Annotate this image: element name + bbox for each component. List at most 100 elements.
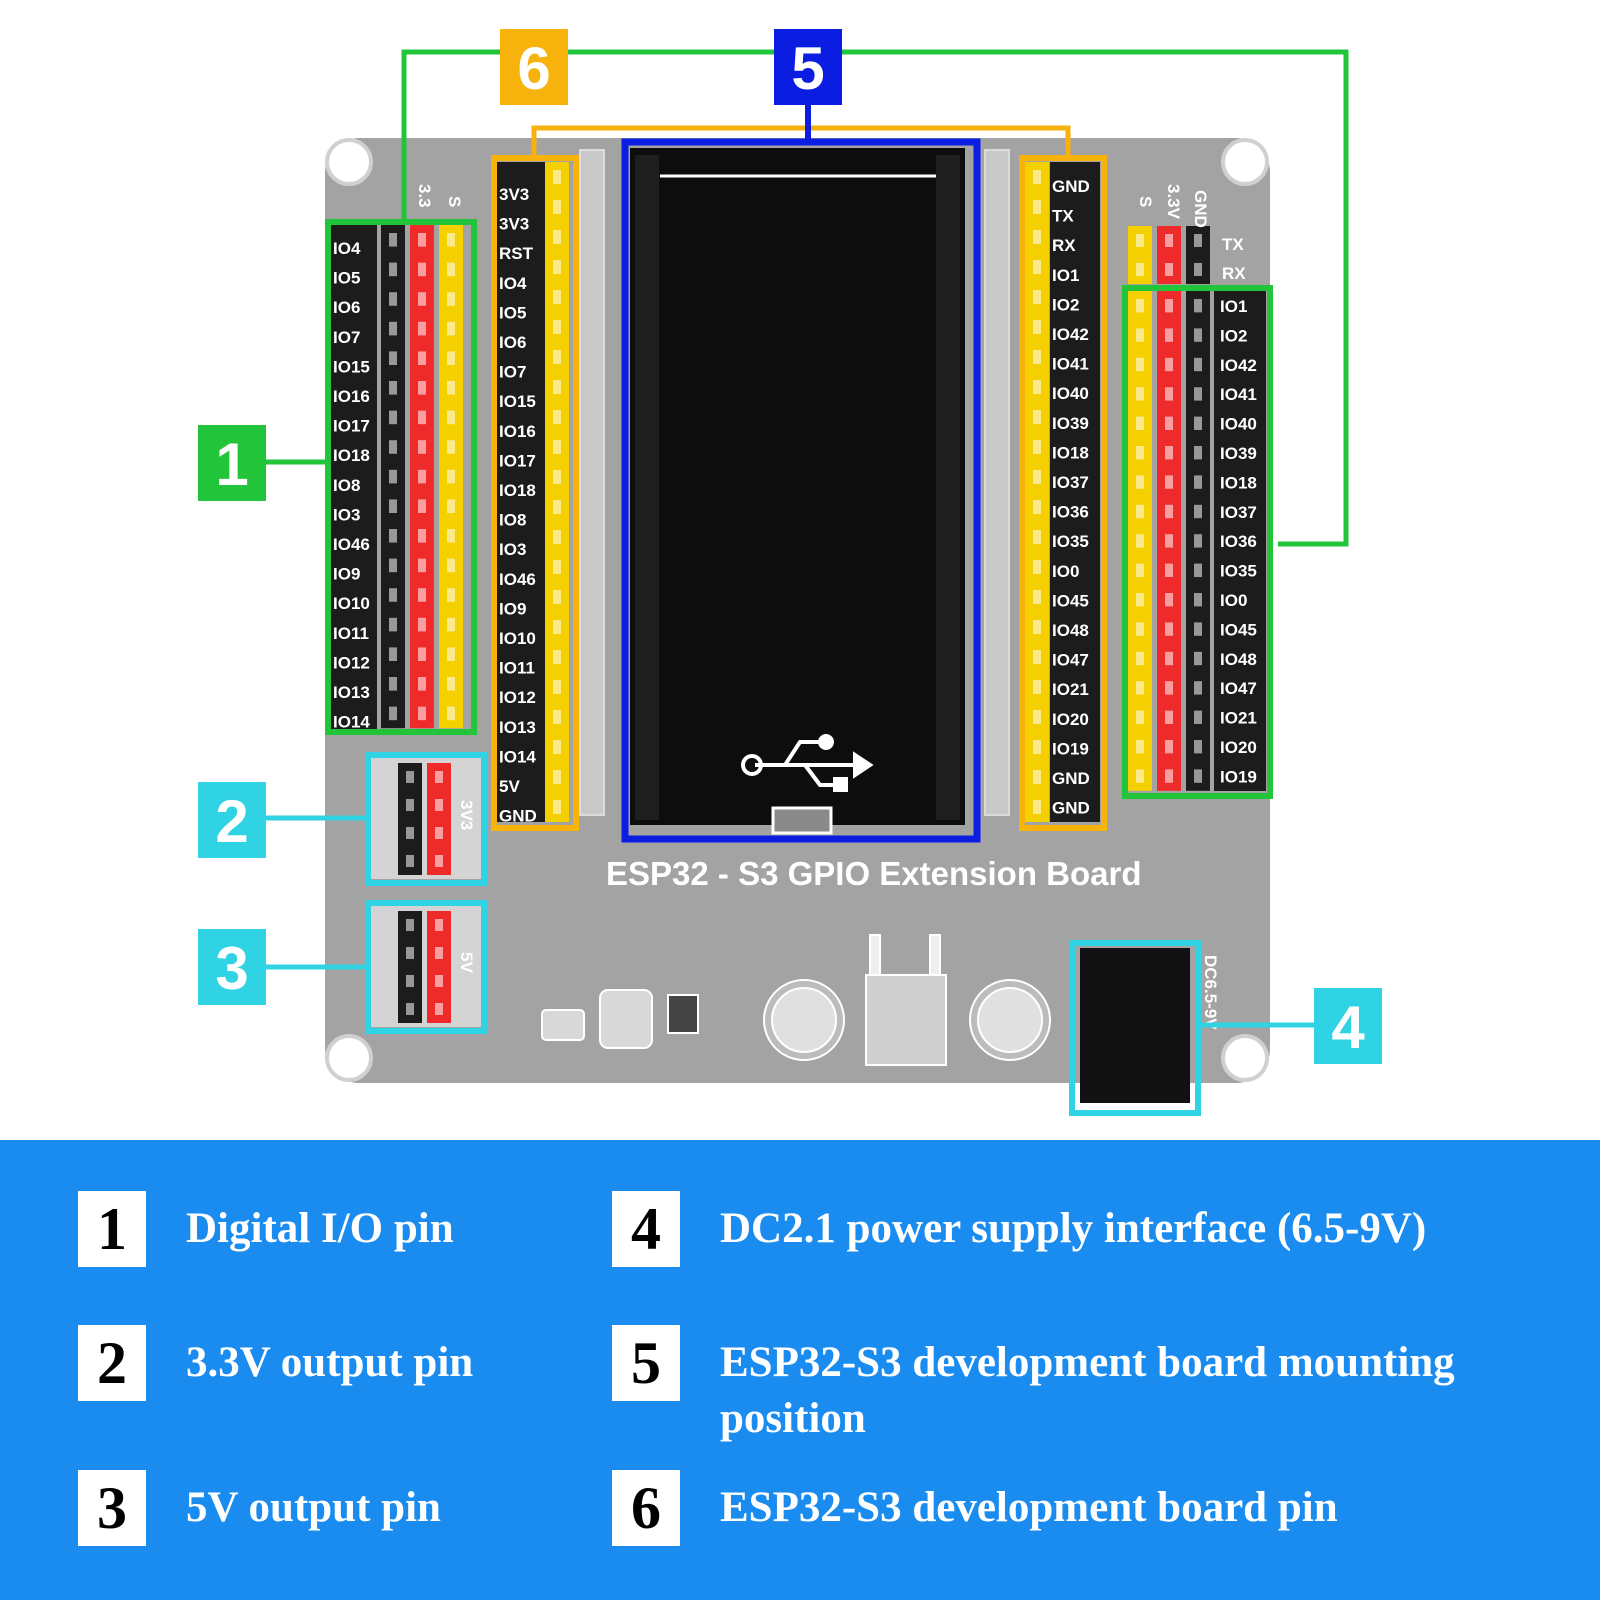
pin-label: IO8 (333, 476, 360, 495)
pin (435, 947, 443, 959)
pin (406, 827, 414, 839)
pin (1165, 534, 1173, 548)
pin (1165, 504, 1173, 519)
power-5v-block: 5V (370, 905, 482, 1027)
pin (553, 320, 561, 334)
legend-text-4: DC2.1 power supply interface (6.5-9V) (720, 1205, 1427, 1252)
pin (389, 588, 397, 602)
legend-item-6: 6 ESP32-S3 development board pin (612, 1470, 1590, 1546)
legend-num-1: 1 (78, 1191, 146, 1267)
pin (389, 529, 397, 543)
callout-4-frame (1069, 940, 1201, 1116)
col-label-s: S (1136, 196, 1155, 207)
board-title: ESP32 - S3 GPIO Extension Board (606, 855, 1142, 892)
pin (389, 499, 397, 513)
callout-1-frame-right (1122, 285, 1273, 799)
pin-label: IO0 (1052, 562, 1079, 581)
pin-label: IO16 (333, 387, 370, 406)
gpio-right: TXRXIO1IO2IO42IO41IO40IO39IO18IO37IO36IO… (1128, 226, 1266, 791)
pin (389, 617, 397, 632)
pin-label: GND (499, 807, 537, 826)
pin-label: IO5 (333, 269, 360, 288)
pin (1194, 446, 1202, 460)
pin (1136, 357, 1144, 372)
pin-label: IO45 (1220, 620, 1257, 639)
callout-badge-6: 6 (500, 29, 568, 105)
pin-label: IO3 (333, 505, 360, 524)
pin-label: TX (1222, 235, 1244, 254)
pin (406, 799, 414, 811)
pin (418, 677, 426, 691)
pin-label: IO36 (1052, 503, 1089, 522)
pin-label: IO36 (1220, 532, 1257, 551)
pin-label: IO18 (1052, 443, 1089, 462)
pin (1194, 534, 1202, 548)
bottom-components (541, 934, 1051, 1066)
pin (1136, 740, 1144, 754)
pin (435, 919, 443, 931)
pin (1033, 590, 1041, 604)
pin (1165, 387, 1173, 401)
pin (1194, 681, 1202, 695)
pin (406, 947, 414, 959)
pin (1033, 440, 1041, 454)
pin (1165, 357, 1173, 372)
legend-text-1: Digital I/O pin (186, 1205, 454, 1252)
pin (447, 677, 455, 691)
pin (418, 233, 426, 247)
pin (1136, 681, 1144, 695)
pin (1033, 620, 1041, 634)
pin-label: GND (1052, 769, 1090, 788)
pin (389, 558, 397, 573)
pin-label: IO15 (333, 357, 370, 376)
callout-badge-3: 3 (198, 929, 266, 1005)
devboard-usb-port (771, 806, 833, 835)
pin (1136, 416, 1144, 430)
pin (1194, 769, 1202, 783)
legend-text-3: 5V output pin (186, 1484, 441, 1531)
pin (1136, 504, 1144, 519)
pin (553, 740, 561, 754)
legend-num-3: 3 (78, 1470, 146, 1546)
pin (1165, 681, 1173, 695)
pin-label: IO6 (499, 333, 526, 352)
pin (447, 292, 455, 306)
pin (1033, 380, 1041, 394)
pin (435, 771, 443, 783)
pin (553, 260, 561, 274)
pin-label: IO4 (499, 274, 527, 293)
pin (447, 499, 455, 513)
pin-label: IO21 (1220, 709, 1257, 728)
callout-3-frame (365, 900, 487, 1034)
pin (1194, 263, 1202, 276)
pin (1194, 593, 1202, 607)
pin (1136, 263, 1144, 276)
callout-6-frame-right (1019, 155, 1107, 831)
pin (1194, 651, 1202, 666)
gpio-left-label-strip (331, 225, 377, 729)
svg-text:5: 5 (791, 35, 824, 102)
pin (435, 799, 443, 811)
pin (447, 351, 455, 365)
pin (447, 410, 455, 425)
pin-label: IO47 (1220, 679, 1257, 698)
pin (435, 975, 443, 987)
pin-label: IO35 (1052, 532, 1089, 551)
legend-num-2: 2 (78, 1325, 146, 1401)
pin-label: 3V3 (499, 185, 529, 204)
pin (1165, 328, 1173, 342)
pin-label: IO12 (333, 653, 370, 672)
pin (1194, 475, 1202, 489)
pin-label: IO17 (499, 451, 536, 470)
socket-left (579, 149, 605, 816)
pin (447, 617, 455, 632)
svg-text:4: 4 (1331, 994, 1365, 1061)
pin-label: IO9 (499, 599, 526, 618)
legend-text-2: 3.3V output pin (186, 1339, 474, 1386)
pin-label: IO20 (1220, 738, 1257, 757)
pin (389, 233, 397, 247)
pin (1194, 504, 1202, 519)
callout-badge-4: 4 (1314, 988, 1382, 1064)
pin (1165, 416, 1173, 430)
pin-label: IO11 (333, 624, 369, 643)
